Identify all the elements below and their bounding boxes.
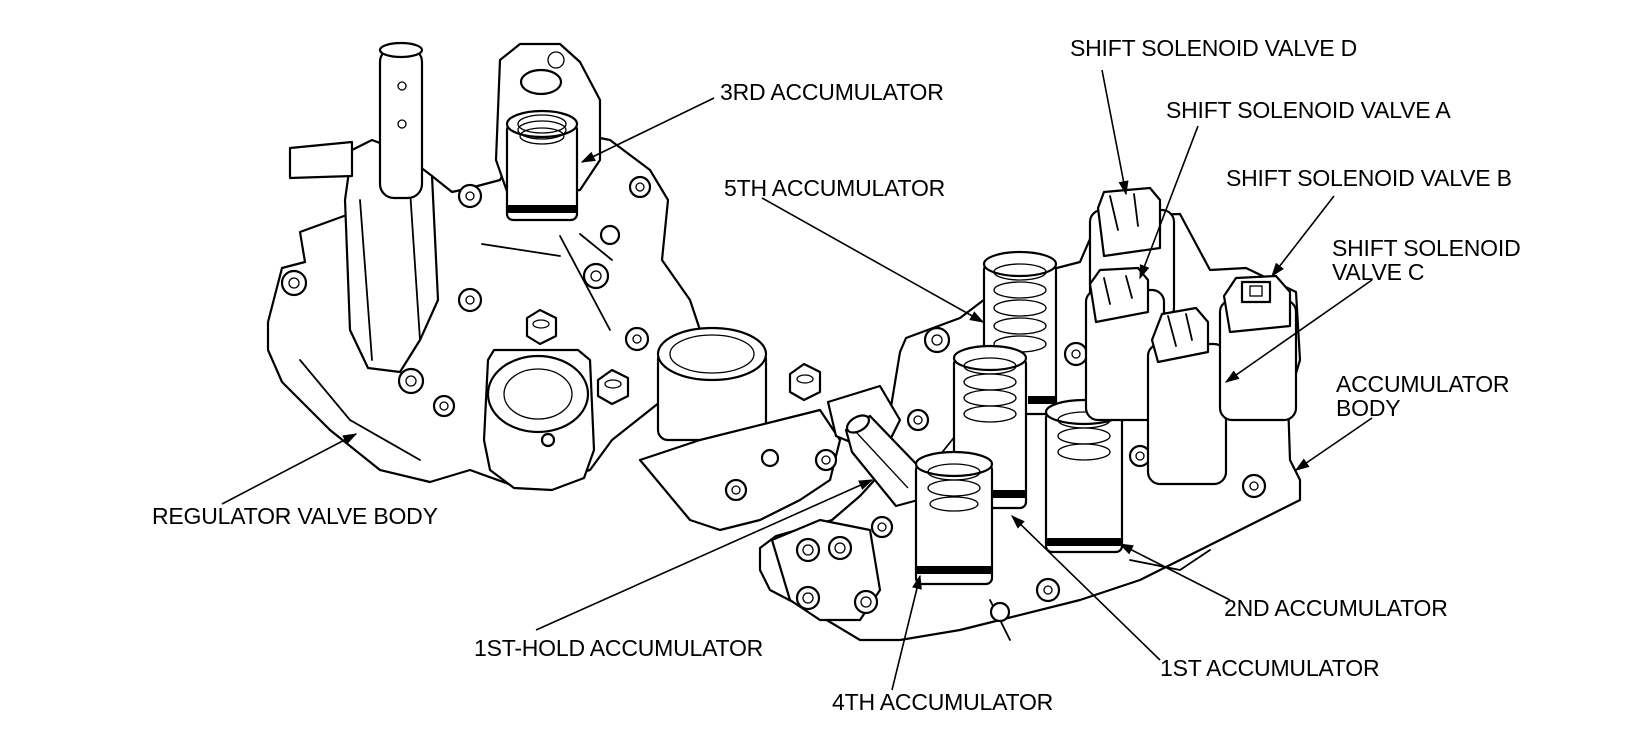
leader-5th-accumulator [761,197,985,323]
label-3rd-accumulator: 3RD ACCUMULATOR [720,79,944,105]
accumulator-1st-hold-cylinder [826,384,924,508]
leader-shift-solenoid-c [1224,279,1373,383]
filter-cylinder [482,348,596,492]
accumulator-5th-cylinder [982,250,1058,416]
accumulator-2nd-cylinder [1044,398,1124,554]
label-shift-solenoid-valve-a: SHIFT SOLENOID VALVE A [1166,97,1451,123]
label-1st-accumulator: 1ST ACCUMULATOR [1160,655,1380,681]
label-4th-accumulator: 4TH ACCUMULATOR [832,689,1054,715]
accumulator-4th-cylinder [914,450,994,586]
shift-solenoid-valve-b [1218,274,1298,422]
label-5th-accumulator: 5TH ACCUMULATOR [724,175,946,201]
separator-plate [638,408,842,532]
leader-2nd-accumulator [1118,543,1231,601]
leader-shift-solenoid-a [1139,125,1199,280]
label-shift-solenoid-valve-c-line1: SHIFT SOLENOID [1332,235,1521,261]
label-regulator-valve-body: REGULATOR VALVE BODY [152,503,438,529]
leader-1st-accumulator [1010,514,1161,661]
cup-boss [656,326,768,442]
leader-accumulator-body [1294,417,1373,471]
shift-solenoid-valve-c [1146,306,1228,486]
leader-3rd-accumulator [580,97,715,163]
leader-1st-hold-accumulator [535,479,874,631]
accumulator-3rd-cylinder [505,109,579,222]
label-1st-hold-accumulator: 1ST-HOLD ACCUMULATOR [474,635,764,661]
label-shift-solenoid-valve-c-line2: VALVE C [1332,259,1425,285]
leader-4th-accumulator [891,574,922,691]
label-2nd-accumulator: 2ND ACCUMULATOR [1224,595,1448,621]
leader-lines [221,69,1373,691]
label-accumulator-body-line1: ACCUMULATOR [1336,371,1510,397]
leader-regulator-valve-body [221,433,358,505]
label-shift-solenoid-valve-b: SHIFT SOLENOID VALVE B [1226,165,1512,191]
leader-shift-solenoid-d [1101,69,1129,196]
label-accumulator-body-line2: BODY [1336,395,1401,421]
label-shift-solenoid-valve-d: SHIFT SOLENOID VALVE D [1070,35,1358,61]
leader-shift-solenoid-b [1271,195,1335,278]
mounting-bosses-left [280,175,652,418]
regulator-valve-body [266,41,822,492]
